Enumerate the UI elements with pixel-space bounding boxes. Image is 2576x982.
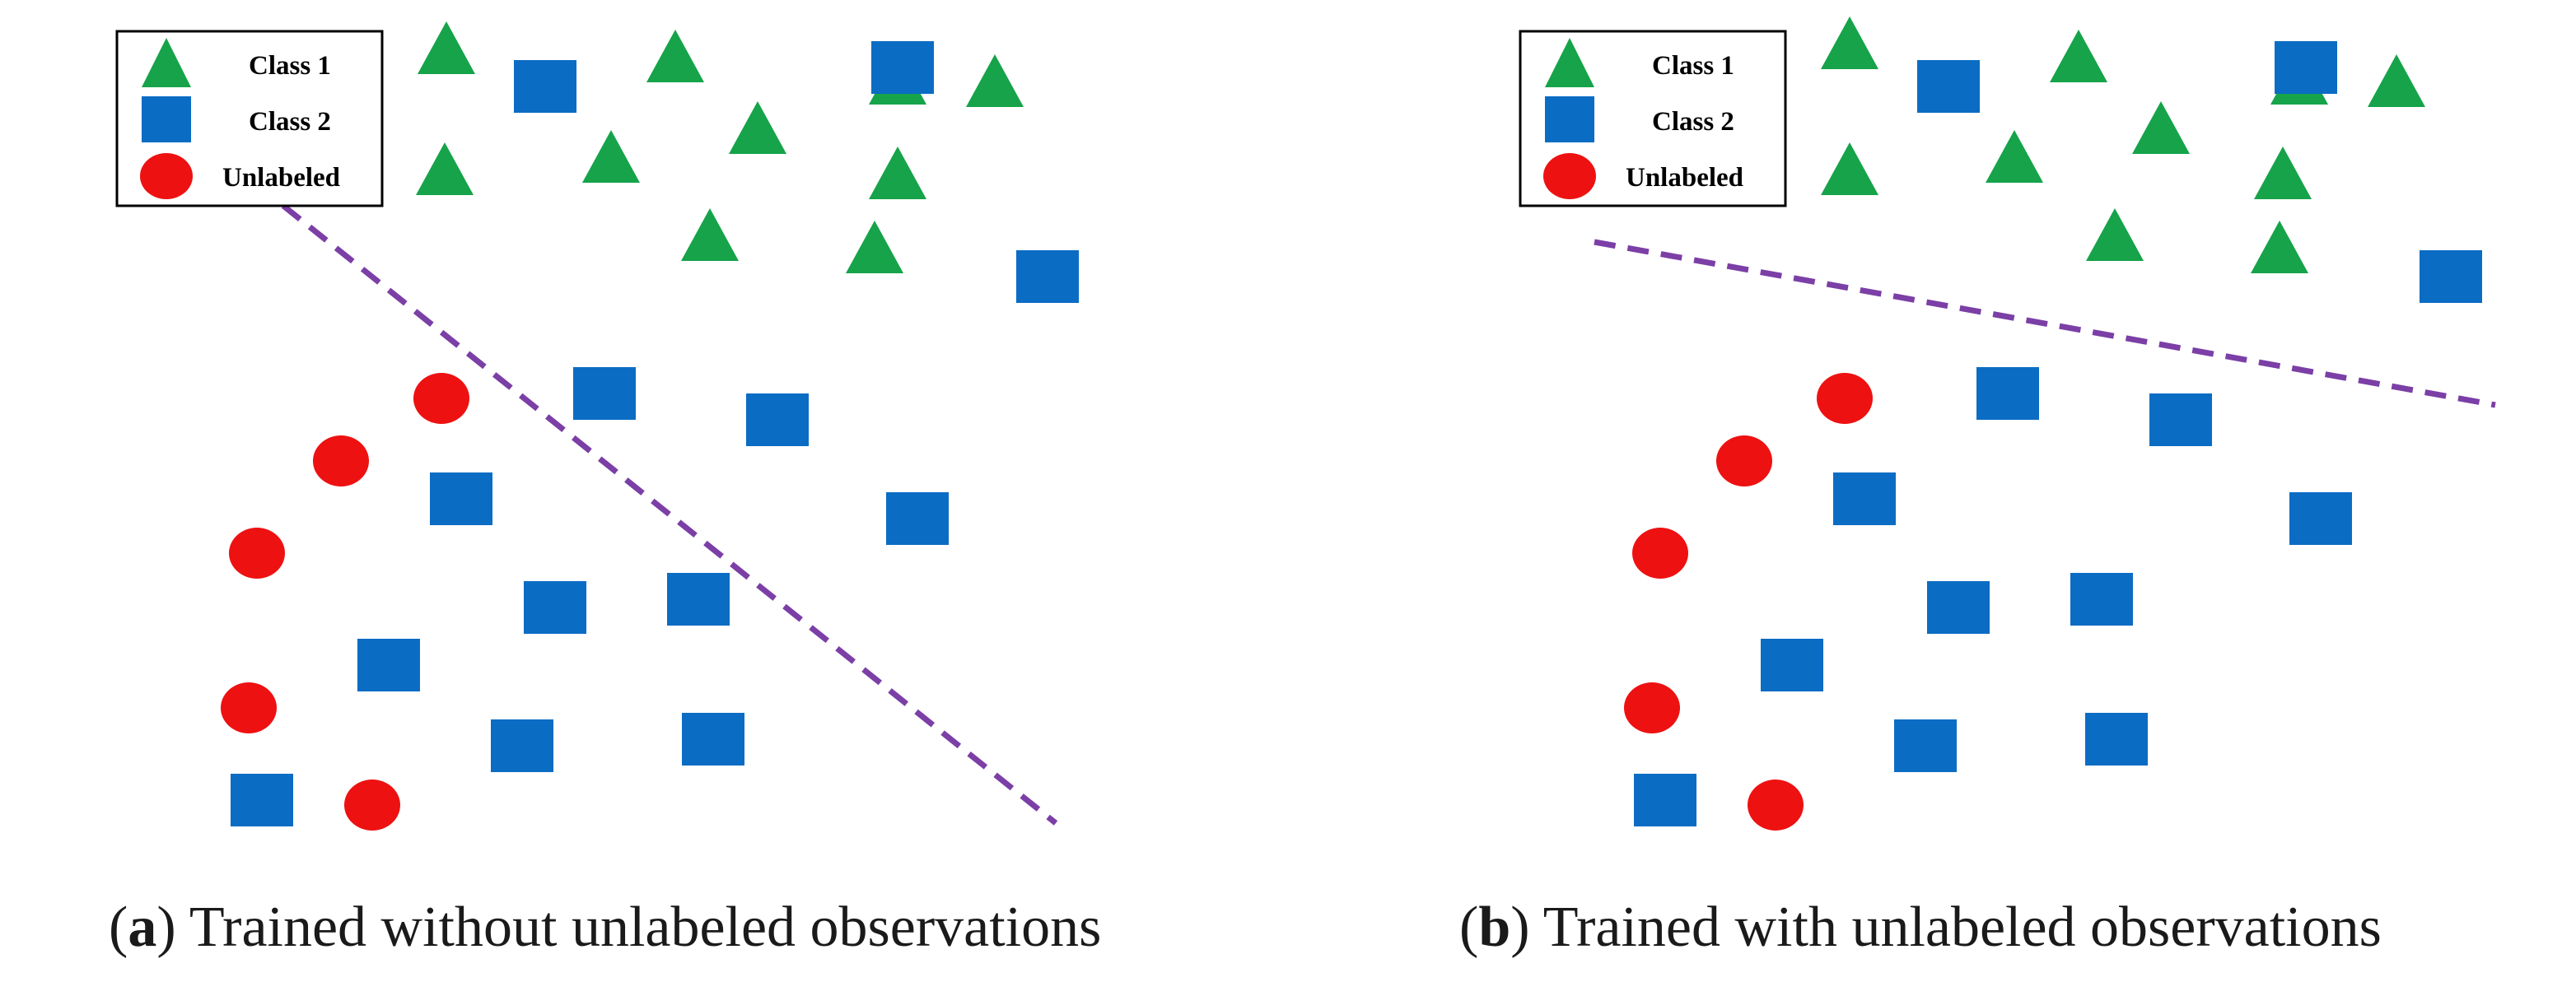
legend-class2-marker xyxy=(142,96,191,142)
class2-square xyxy=(357,639,420,691)
decision-boundary-b xyxy=(1594,239,2496,408)
class2-square xyxy=(871,41,934,94)
points-b xyxy=(1624,16,2482,831)
class1-triangle xyxy=(416,142,474,195)
class2-square xyxy=(1634,774,1696,826)
class1-triangle xyxy=(1821,142,1878,195)
class2-square xyxy=(2420,250,2482,303)
unlabeled-circle xyxy=(344,780,400,831)
unlabeled-circle xyxy=(413,373,469,424)
unlabeled-circle xyxy=(1624,682,1680,733)
panel-a: Class 1 Class 2 Unlabeled xyxy=(0,0,1288,873)
unlabeled-circle xyxy=(313,435,369,486)
legend-class2-label: Class 2 xyxy=(1652,107,1734,137)
legend-class1-label: Class 1 xyxy=(1652,51,1734,81)
class2-square xyxy=(231,774,293,826)
class1-triangle xyxy=(1821,16,1878,69)
points-a xyxy=(221,21,1079,831)
class2-square xyxy=(2149,393,2212,446)
class2-square xyxy=(1976,367,2039,420)
class2-square xyxy=(1761,639,1823,691)
legend-class1-marker xyxy=(1545,38,1594,87)
class2-square xyxy=(2275,41,2337,94)
class1-triangle xyxy=(2050,30,2107,82)
class2-square xyxy=(1927,581,1990,634)
decision-boundary-line xyxy=(281,203,1058,826)
class2-square xyxy=(1894,719,1957,772)
caption-text: Trained without unlabeled observations xyxy=(175,896,1102,959)
legend-class2-label: Class 2 xyxy=(249,107,331,137)
class1-triangle xyxy=(2132,101,2190,154)
class1-triangle xyxy=(2254,147,2312,199)
class2-square xyxy=(2070,573,2133,626)
panel-b: Class 1 Class 2 Unlabeled xyxy=(1400,0,2576,873)
class2-square xyxy=(430,472,492,525)
legend-unlabeled-marker xyxy=(140,153,193,199)
class1-triangle xyxy=(1986,130,2043,183)
decision-boundary-a xyxy=(281,203,1058,826)
class2-square xyxy=(1917,60,1980,113)
unlabeled-circle xyxy=(1632,528,1688,579)
class1-triangle xyxy=(2368,54,2425,107)
unlabeled-circle xyxy=(1748,780,1804,831)
plot-b: Class 1 Class 2 Unlabeled xyxy=(1519,16,2496,831)
legend-b: Class 1 Class 2 Unlabeled xyxy=(1519,30,1787,207)
caption-letter: b xyxy=(1478,896,1511,959)
class2-square xyxy=(524,581,586,634)
class2-square xyxy=(491,719,553,772)
legend-class1-label: Class 1 xyxy=(249,51,331,81)
class1-triangle xyxy=(681,208,739,261)
legend-unlabeled-label: Unlabeled xyxy=(222,163,340,193)
caption-a: (a) Trained without unlabeled observatio… xyxy=(109,896,1102,959)
class1-triangle xyxy=(729,101,786,154)
class1-triangle xyxy=(2086,208,2144,261)
legend-unlabeled-marker xyxy=(1543,153,1596,199)
class2-square xyxy=(2289,492,2352,545)
legend-unlabeled-label: Unlabeled xyxy=(1626,163,1743,193)
class2-square xyxy=(886,492,949,545)
class2-square xyxy=(573,367,636,420)
class1-triangle xyxy=(2251,221,2308,273)
class2-square xyxy=(1833,472,1896,525)
class2-square xyxy=(2085,713,2148,766)
unlabeled-circle xyxy=(1716,435,1772,486)
class2-square xyxy=(682,713,744,766)
class1-triangle xyxy=(846,221,903,273)
decision-boundary-line xyxy=(1594,239,2496,408)
class2-square xyxy=(1016,250,1079,303)
plot-a: Class 1 Class 2 Unlabeled xyxy=(115,21,1079,831)
legend-class1-marker xyxy=(142,38,191,87)
class2-square xyxy=(667,573,730,626)
class1-triangle xyxy=(582,130,640,183)
unlabeled-circle xyxy=(1817,373,1873,424)
unlabeled-circle xyxy=(221,682,277,733)
class2-square xyxy=(514,60,576,113)
unlabeled-circle xyxy=(229,528,285,579)
legend-a: Class 1 Class 2 Unlabeled xyxy=(115,30,384,207)
class2-square xyxy=(746,393,809,446)
class1-triangle xyxy=(646,30,704,82)
caption-letter: a xyxy=(128,896,157,959)
class1-triangle xyxy=(418,21,475,74)
class1-triangle xyxy=(966,54,1024,107)
caption-text: Trained with unlabeled observations xyxy=(1529,896,2382,959)
caption-b: (b) Trained with unlabeled observations xyxy=(1459,896,2382,959)
legend-class2-marker xyxy=(1545,96,1594,142)
class1-triangle xyxy=(869,147,926,199)
